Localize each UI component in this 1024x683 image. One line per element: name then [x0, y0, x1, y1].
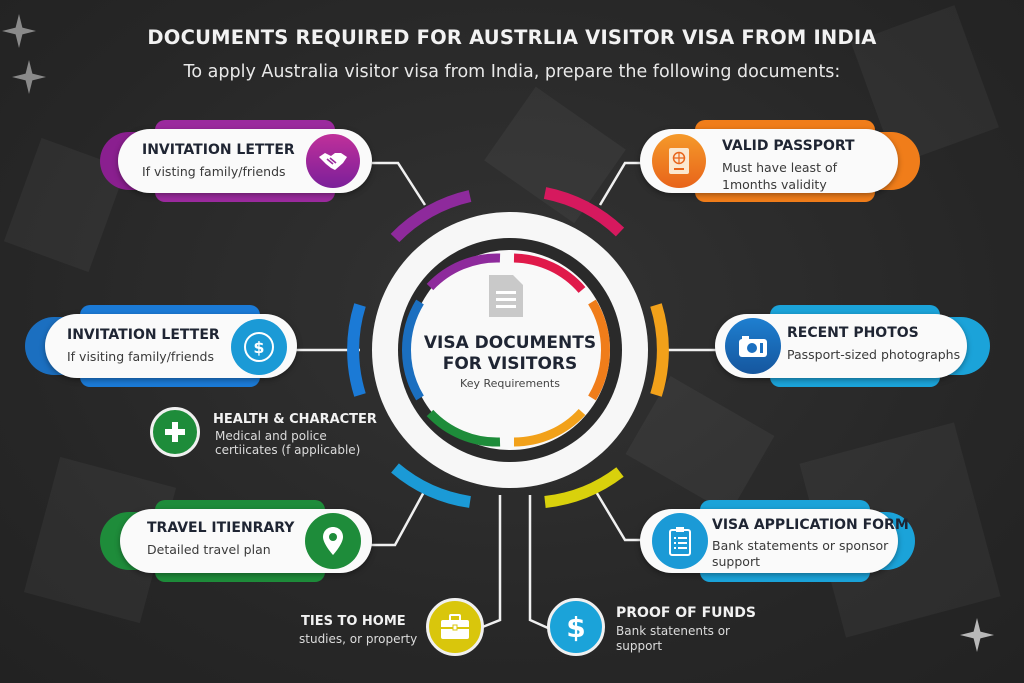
page-subtitle: To apply Australia visitor visa from Ind…	[183, 62, 841, 82]
card-visa-application-form[interactable]: VISA APPLICATION FORM Bank statements or…	[640, 500, 920, 582]
card-desc-line1: Must have least of	[722, 160, 837, 175]
briefcase-icon	[426, 598, 484, 656]
item-desc-line2: certiicates (f applicable)	[215, 443, 361, 457]
card-title: RECENT PHOTOS	[787, 325, 919, 341]
card-desc: If visiting family/friends	[67, 349, 214, 364]
item-desc-line2: support	[616, 639, 663, 653]
card-title: VALID PASSPORT	[722, 138, 855, 154]
card-invitation-letter-2[interactable]: INVITATION LETTER If visiting family/fri…	[25, 305, 300, 387]
document-icon	[489, 275, 523, 317]
item-desc-line1: Bank statenents or	[616, 624, 730, 638]
item-title: HEALTH & CHARACTER	[213, 412, 377, 427]
card-desc-line1: Bank statements or sponsor	[712, 538, 889, 553]
card-recent-photos[interactable]: RECENT PHOTOS Passport-sized photographs	[715, 305, 995, 387]
card-travel-itinerary[interactable]: TRAVEL ITIENRARY Detailed travel plan	[100, 500, 375, 582]
card-desc: Passport-sized photographs	[787, 347, 961, 362]
card-title: VISA APPLICATION FORM	[712, 517, 909, 533]
card-title: INVITATION LETTER	[142, 142, 295, 158]
page-title: DOCUMENTS REQUIRED FOR AUSTRLIA VISITOR …	[147, 26, 877, 49]
center-title-line1: VISA DOCUMENTS	[423, 333, 597, 353]
center-title-line2: FOR VISITORS	[442, 354, 578, 374]
card-desc: Detailed travel plan	[147, 542, 271, 557]
card-title: INVITATION LETTER	[67, 327, 220, 343]
card-desc-line2: support	[712, 554, 760, 569]
passport-icon	[652, 134, 706, 188]
item-desc: studies, or property	[299, 632, 418, 646]
card-invitation-letter[interactable]: INVITATION LETTER If visting family/frie…	[100, 120, 380, 202]
dollar-icon: $	[547, 598, 605, 656]
card-title: TRAVEL ITIENRARY	[147, 520, 295, 536]
card-desc: If visting family/friends	[142, 164, 286, 179]
center-subtitle: Key Requirements	[460, 377, 560, 390]
item-title: TIES TO HOME	[301, 614, 406, 629]
card-desc-line2: 1months validity	[722, 177, 827, 192]
handshake-icon	[306, 134, 360, 188]
clipboard-icon	[652, 513, 708, 569]
camera-icon	[725, 318, 781, 374]
item-title: PROOF OF FUNDS	[616, 605, 756, 621]
card-valid-passport[interactable]: VALID PASSPORT Must have least of 1month…	[640, 120, 925, 202]
location-pin-icon	[305, 513, 361, 569]
item-desc-line1: Medical and police	[215, 429, 327, 443]
dollar-icon: $	[231, 319, 287, 375]
medical-cross-icon	[150, 407, 200, 457]
